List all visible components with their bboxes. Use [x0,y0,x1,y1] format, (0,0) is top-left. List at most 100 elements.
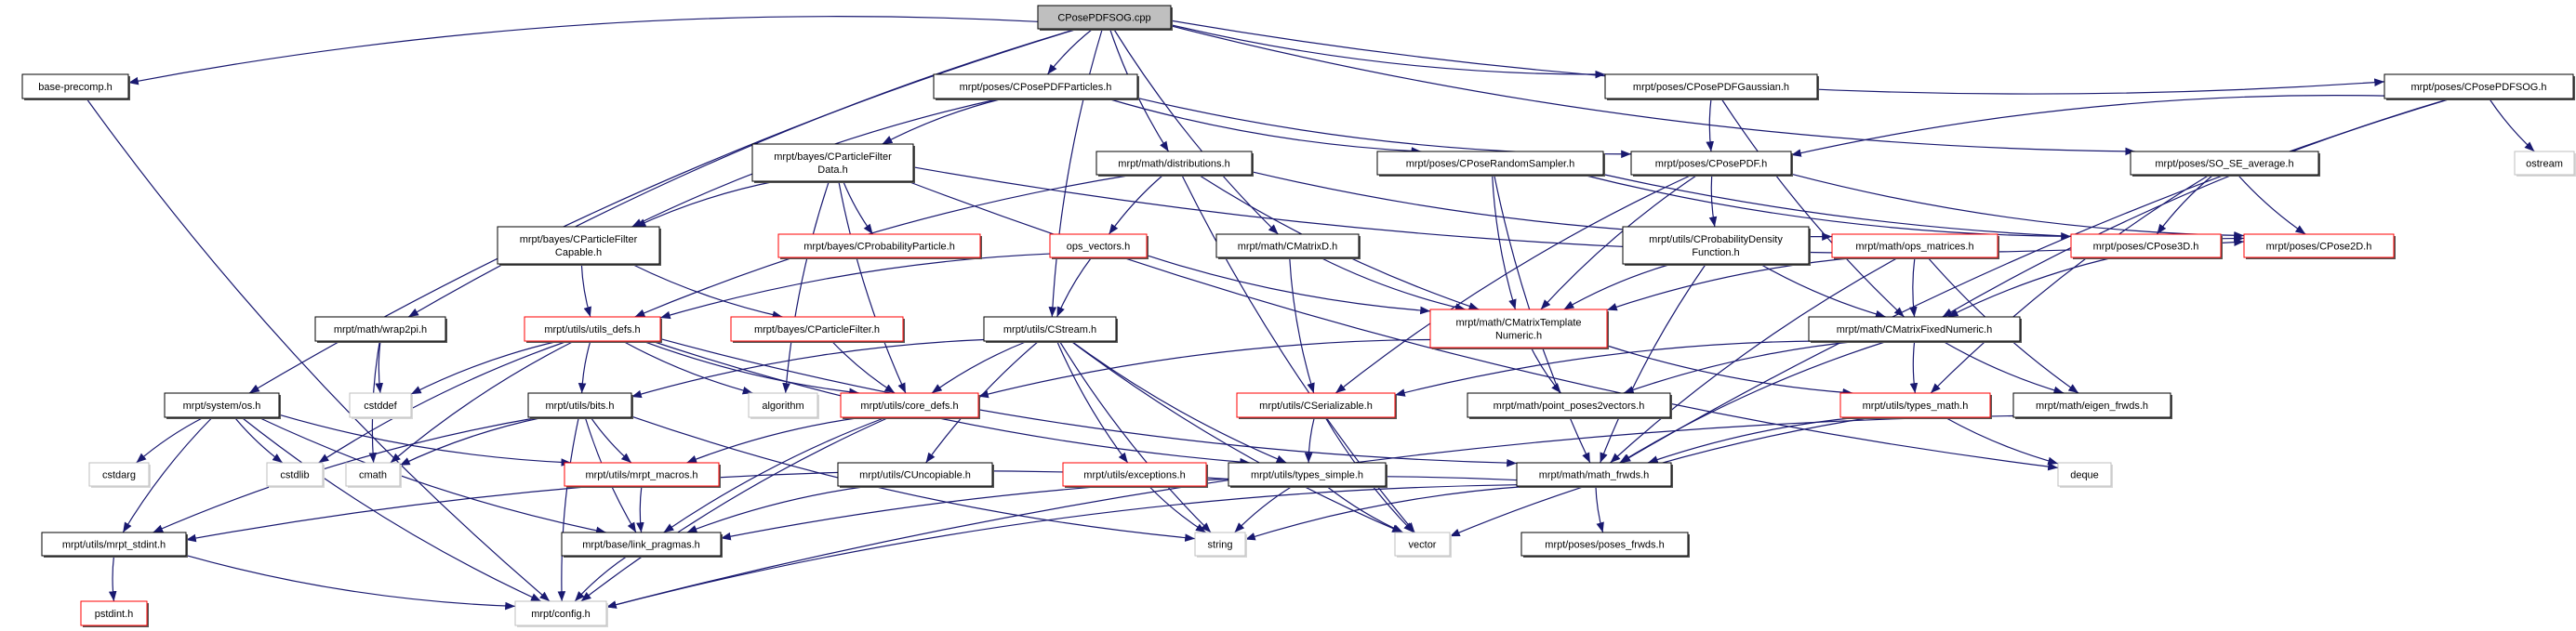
node-box [1630,151,1792,176]
node-baseprecomp[interactable]: base-precomp.h [21,73,130,100]
node-cstdarg[interactable]: cstdarg [88,462,151,488]
node-label: mrpt/config.h [531,609,591,620]
edges [86,16,2535,611]
edge-osh-to-config [241,416,542,602]
node-typessimple[interactable]: mrpt/utils/types_simple.h [1228,462,1388,488]
edge-bits-to-stdint [153,416,540,533]
node-deque[interactable]: deque [2057,462,2113,488]
node-uncopiable[interactable]: mrpt/utils/CUncopiable.h [837,462,994,488]
node-label: mrpt/poses/CPose3D.h [2093,242,2199,253]
edge-utilsdefs-to-cstddef [410,340,559,395]
node-config[interactable]: mrpt/config.h [514,600,608,627]
edge-pdfparticles-to-posepdf [1136,97,1632,159]
edge-opsvectors-to-templnum [1146,255,1431,315]
node-pdfgaussian[interactable]: mrpt/poses/CPosePDFGaussian.h [1604,73,1819,100]
node-cpose3d[interactable]: mrpt/poses/CPose3D.h [2070,233,2223,259]
node-label: mrpt/poses/CPosePDF.h [1655,159,1767,170]
node-probparticle[interactable]: mrpt/bayes/CProbabilityParticle.h [777,233,982,259]
node-cstdlib[interactable]: cstdlib [266,462,325,488]
node-posesfrwds[interactable]: mrpt/poses/poses_frwds.h [1520,532,1690,558]
node-linkpragmas[interactable]: mrpt/base/link_pragmas.h [561,532,723,558]
node-box [1516,462,1672,487]
node-box [1520,532,1689,557]
node-stdint[interactable]: mrpt/utils/mrpt_stdint.h [41,532,188,558]
edge-pfdata-to-coredefs [838,180,907,394]
node-cstream[interactable]: mrpt/utils/CStream.h [983,316,1118,343]
node-box [88,462,150,487]
edge-pdfparticles-to-pfdata [882,98,1004,145]
node-algorithm[interactable]: algorithm [748,392,819,419]
node-cmath[interactable]: cmath [345,462,402,488]
edge-pfdata-to-cpose2d [912,166,2245,254]
node-root[interactable]: CPosePDFSOG.cpp [1037,5,1173,31]
edge-probdensity-to-fixednum [1759,263,1886,319]
edge-cstream-to-bits [631,338,985,399]
edge-osh-to-macros [278,414,572,467]
node-typesmath[interactable]: mrpt/utils/types_math.h [1839,392,1992,419]
edge-posepdf-to-serializable [1334,174,1693,394]
edge-pfdata-to-probparticle [843,180,874,235]
node-pp2v[interactable]: mrpt/math/point_poses2vectors.h [1467,392,1672,419]
node-ostream[interactable]: ostream [2514,151,2576,177]
node-exceptions[interactable]: mrpt/utils/exceptions.h [1062,462,1208,488]
edge-stdint-to-config [185,554,516,611]
node-bits[interactable]: mrpt/utils/bits.h [527,392,633,419]
edge-root-to-cmatrixd [1113,28,1279,235]
node-opsmatrices[interactable]: mrpt/math/ops_matrices.h [1831,233,1999,259]
node-label: ostream [2526,159,2563,170]
node-label: mrpt/utils/CSerializable.h [1259,401,1373,412]
edge-posepdf-to-cpose2d [1790,173,2245,240]
node-box [837,462,993,487]
node-mathfrwds[interactable]: mrpt/math/math_frwds.h [1516,462,1673,488]
node-distributions[interactable]: mrpt/math/distributions.h [1095,151,1254,177]
node-box [2130,151,2319,176]
node-pstdint[interactable]: pstdint.h [80,600,149,627]
edge-distributions-to-utilsdefs [634,174,1134,318]
edge-bits-to-macros [590,416,632,464]
node-wrap2pi[interactable]: mrpt/math/wrap2pi.h [314,316,447,343]
edge-sose-to-cpose3d [2156,174,2214,235]
node-coredefs[interactable]: mrpt/utils/core_defs.h [840,392,980,419]
edge-root-to-pdfparticles [1046,28,1094,75]
node-eigenfrwds[interactable]: mrpt/math/eigen_frwds.h [2012,392,2172,419]
node-randsampler[interactable]: mrpt/poses/CPoseRandomSampler.h [1376,151,1605,177]
node-string[interactable]: string [1194,532,1247,558]
node-label: base-precomp.h [38,82,113,93]
node-box [564,462,720,487]
node-cstddef[interactable]: cstddef [349,392,413,419]
edge-root-to-cstream [1048,28,1103,318]
node-label: mrpt/math/wrap2pi.h [334,324,427,335]
edge-utilsdefs-to-typessimple [651,340,1251,467]
node-pfilter[interactable]: mrpt/bayes/CParticleFilter.h [730,316,905,343]
edge-sose-to-cpose2d [2237,174,2306,235]
node-cmatrixd[interactable]: mrpt/math/CMatrixD.h [1215,233,1361,259]
edge-pdfparticles-to-randsampler [1107,98,1422,155]
node-utilsdefs[interactable]: mrpt/utils/utils_defs.h [524,316,662,343]
node-label: algorithm [762,401,803,412]
node-pdfsog[interactable]: mrpt/poses/CPosePDFSOG.h [2383,73,2575,100]
node-vector[interactable]: vector [1394,532,1452,558]
node-label: mrpt/utils/utils_defs.h [544,324,640,335]
node-cpose2d[interactable]: mrpt/poses/CPose2D.h [2243,233,2396,259]
node-box [730,316,904,342]
edge-pfcapable-to-utilsdefs [580,263,591,318]
node-serializable[interactable]: mrpt/utils/CSerializable.h [1236,392,1397,419]
node-label: mrpt/system/os.h [183,401,261,412]
node-opsvectors[interactable]: ops_vectors.h [1049,233,1149,259]
node-macros[interactable]: mrpt/utils/mrpt_macros.h [564,462,721,488]
edge-pdfgaussian-to-posepdf [1706,98,1715,152]
node-label: mrpt/math/eigen_frwds.h [2036,401,2148,412]
node-osh[interactable]: mrpt/system/os.h [164,392,281,419]
node-label: mrpt/utils/mrpt_stdint.h [62,540,166,551]
edge-posepdf-to-templnum [1540,174,1698,310]
node-fixednum[interactable]: mrpt/math/CMatrixFixedNumeric.h [1808,316,2022,343]
edge-opsmatrices-to-fixednum [1909,256,1918,318]
node-sose[interactable]: mrpt/poses/SO_SE_average.h [2130,151,2320,177]
node-posepdf[interactable]: mrpt/poses/CPosePDF.h [1630,151,1793,177]
node-pdfparticles[interactable]: mrpt/poses/CPosePDFParticles.h [933,73,1139,100]
edge-cstream-to-exceptions [1056,340,1129,464]
